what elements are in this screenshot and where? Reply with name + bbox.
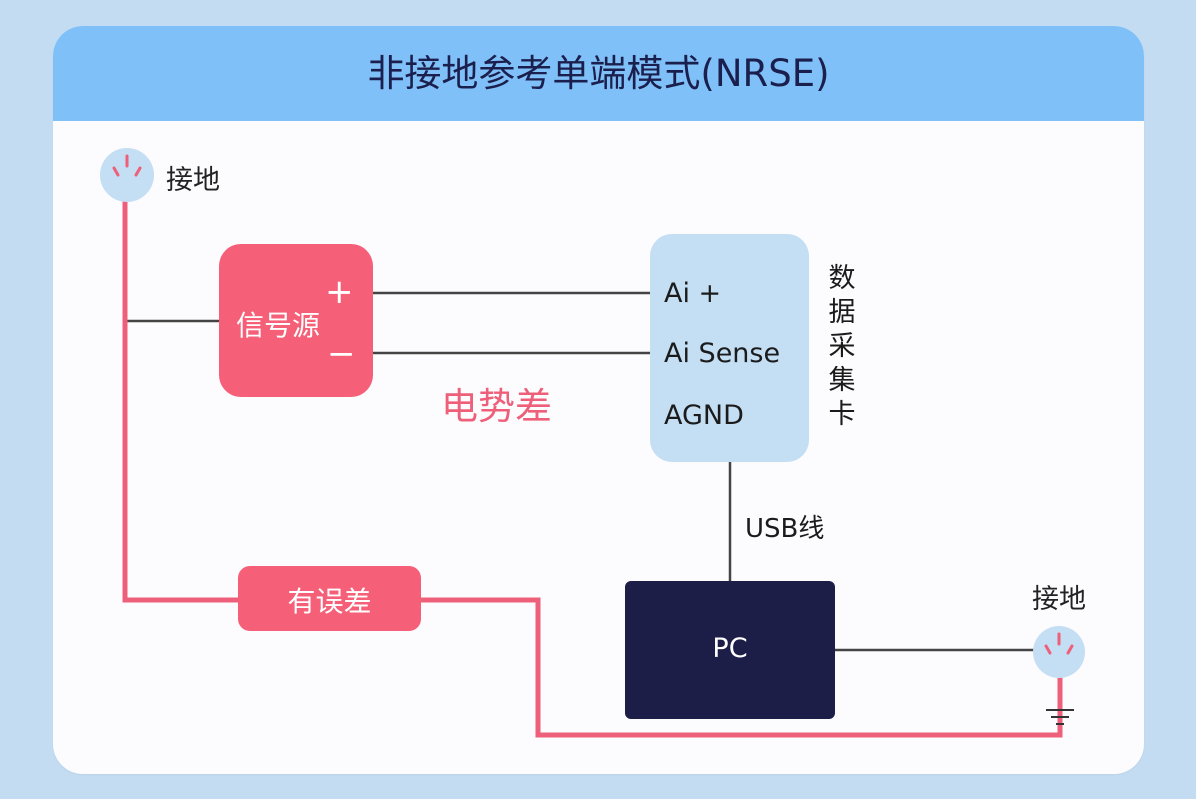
diagram-card: 非接地参考单端模式(NRSE): [53, 26, 1144, 774]
pin-ai-plus: Ai +: [664, 278, 722, 309]
ground-label-top: 接地: [166, 165, 220, 196]
pin-agnd: AGND: [664, 400, 744, 431]
card-header: [53, 26, 1144, 121]
error-current-path: [122, 180, 238, 603]
pc-label: PC: [712, 633, 748, 664]
ground-label-right: 接地: [1032, 584, 1086, 615]
minus-terminal-label: −: [327, 334, 356, 374]
error-current-path-2: [421, 597, 1063, 738]
error-label: 有误差: [287, 585, 372, 618]
ground-symbol-icon: [1046, 709, 1074, 725]
usb-label: USB线: [745, 514, 825, 544]
daq-side-label: 数 据 采 集 卡: [826, 262, 858, 432]
ground-node-icon: [1033, 626, 1085, 678]
ground-spark-icon: [112, 154, 142, 177]
signal-source-label: 信号源: [236, 309, 321, 342]
daq-side-char: 采: [828, 331, 856, 362]
daq-side-char: 数: [828, 263, 856, 294]
daq-side-char: 据: [828, 297, 856, 328]
daq-side-char: 卡: [828, 399, 856, 430]
daq-side-char: 集: [828, 365, 856, 396]
ground-node-icon: [100, 148, 154, 202]
pin-ai-sense: Ai Sense: [664, 338, 781, 369]
pc-box: PC: [625, 581, 835, 719]
potential-difference-label: 电势差: [441, 385, 552, 428]
plus-terminal-label: +: [325, 272, 354, 312]
page-title: 非接地参考单端模式(NRSE): [367, 52, 830, 95]
error-box: 有误差: [238, 566, 421, 631]
daq-card-box: Ai + Ai Sense AGND: [650, 234, 809, 462]
ground-spark-icon: [1044, 632, 1074, 655]
signal-source-box: 信号源 + −: [219, 244, 373, 397]
